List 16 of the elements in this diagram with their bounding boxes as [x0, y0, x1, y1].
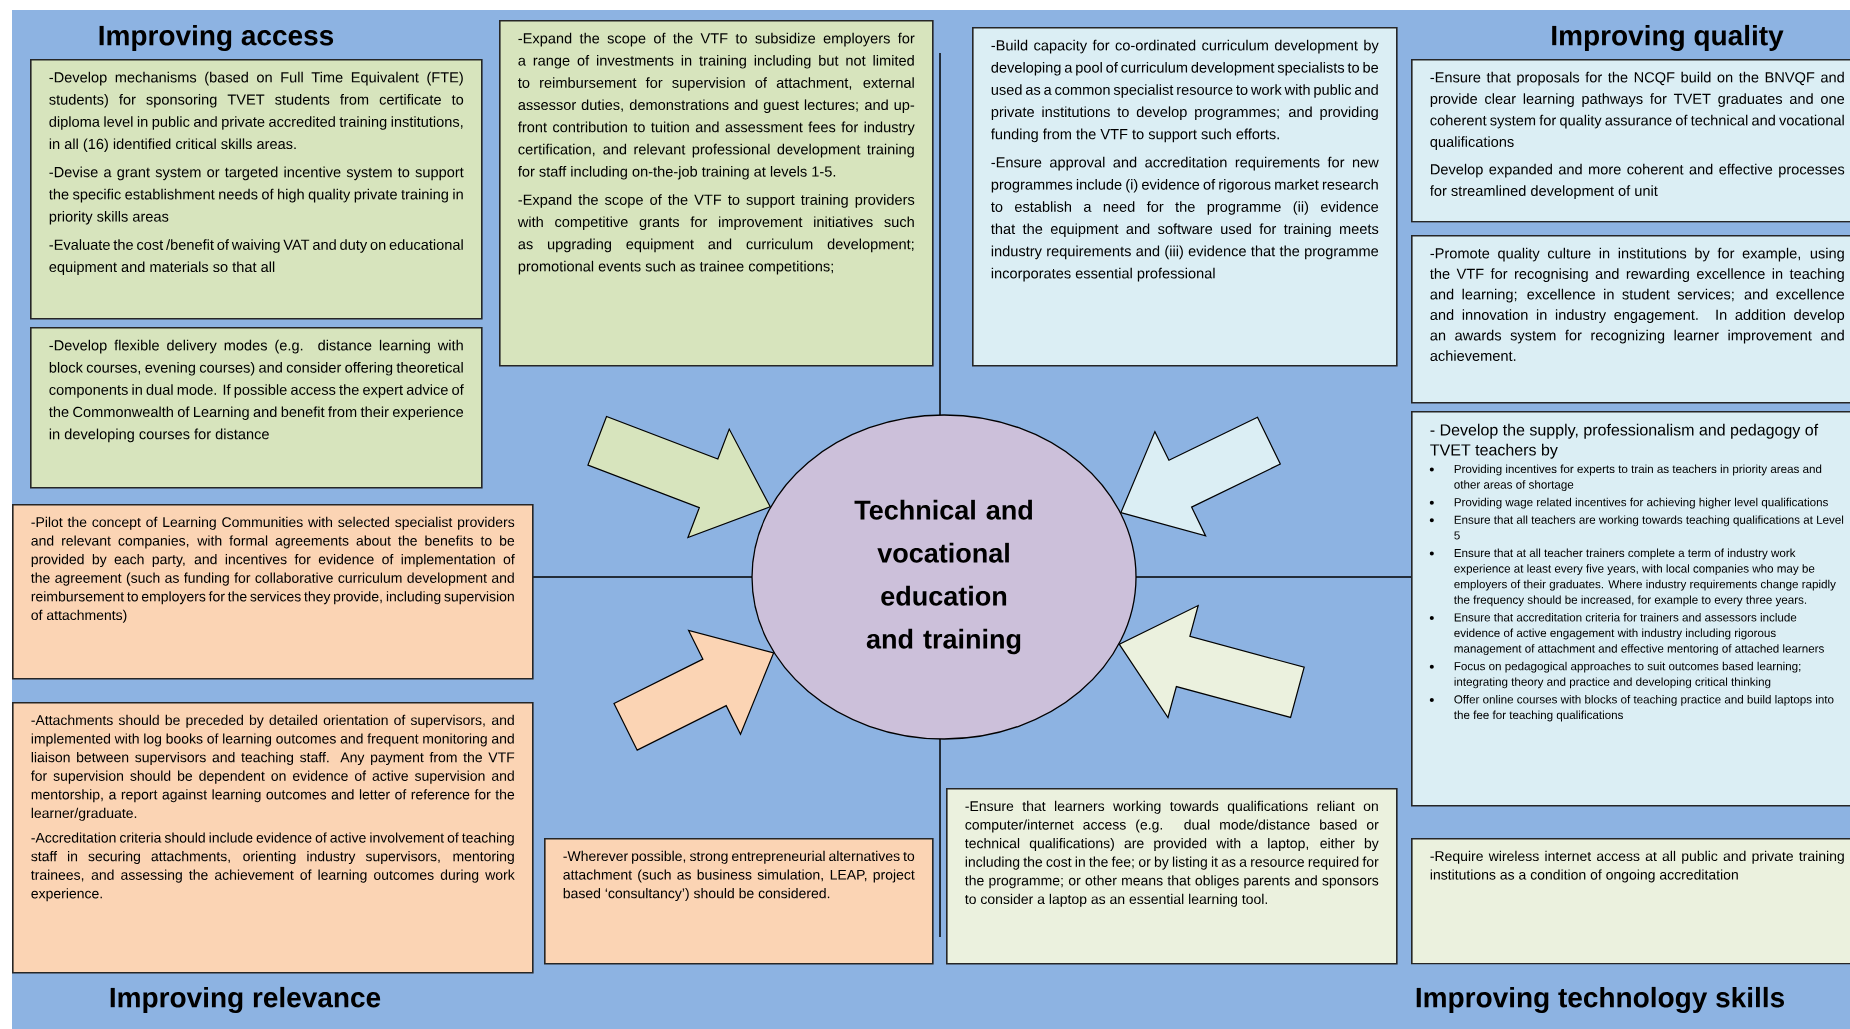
text-box: -Ensure that proposals for the NCQF build on the BNVQF and provide clear learning pathways for TVET graduates and one coherent system for quality assurance of technical and vocational qualifications Develop expanded and more coherent and effective processes for streamlined development of unit [1411, 59, 1850, 223]
block-arrow [1120, 416, 1282, 537]
text-box: -Ensure that learners working towards qualifications reliant on computer/internet access (e.g. dual mode/distance based or technical qualifications) are provided with a laptop, either by including the cost in the fee; or by listing it as a resource required for the programme; or other means that obliges parents and sponsors to consider a laptop as an essential learning tool. [946, 788, 1398, 965]
text-box: -Expand the scope of the VTF to subsidize employers for a range of investments in training including but not limited to reimbursement for supervision of attachment, external assessor duties, demonstrations and guest lectures; and up-front contribution to tuition and assessment fees for industry certification, and relevant professional development training for staff including on-the-job training at levels 1-5. -Expand the scope of the VTF to support training providers with competitive grants for improvement initiatives such as upgrading equipment and curriculum development; promotional events such as trainee competitions; [499, 20, 934, 367]
block-arrow [613, 629, 775, 751]
text-box: -Wherever possible, strong entrepreneurial alternatives to attachment (such as business simulation, LEAP, project based ‘consultancy’) should be considered. [544, 838, 934, 965]
section-heading: Improving technology skills [1416, 986, 1785, 1014]
block-arrow [1118, 604, 1305, 719]
text-box: -Promote quality culture in institutions by for example, using the VTF for recognising and rewarding excellence in teaching and learning; excellence in student services; and excellence and innovation in industry engagement. In addition develop an awards system for recognizing learner improvement and achievement. [1411, 235, 1850, 404]
text-box: -Develop flexible delivery modes (e.g. distance learning with block courses, evening courses) and consider offering theoretical components in dual mode. If possible access the expert advice of the Commonwealth of Learning and benefit from their experience in developing courses for distance [30, 327, 483, 489]
text-box: - Develop the supply, professionalism and pedagogy of TVET teachers by Providing incentives for experts to train as teachers in priority areas and other areas of shortage Providing wage related incentives for achieving higher level qualifications Ensure that all teachers are working towards teaching qualifications at Level 5 Ensure that at all teacher trainers complete a term of industry work experience at least every five years, with local companies who may be employers of their graduates. Where industry requirements change rapidly the frequency should be increased, for example to every three years. Ensure that accreditation criteria for trainers and assessors include evidence of active engagement with industry including rigorous management of attachment and effective mentoring of attached learners Focus on pedagogical approaches to suit outcomes based learning; integrating theory and practice and developing critical thinking Offer online courses with blocks of teaching practice and build laptops into the fee for teaching qualifications [1411, 411, 1850, 807]
text-box: -Attachments should be preceded by detailed orientation of supervisors, and implemented with log books of learning outcomes and frequent monitoring and liaison between supervisors and teaching staff. Any payment from the VTF for supervision should be dependent on evidence of active supervision and mentorship, a report against learning outcomes and letter of reference for the learner/graduate. -Accreditation criteria should include evidence of active involvement of teaching staff in securing attachments, orienting industry supervisors, mentoring trainees, and assessing the achievement of learning outcomes during work experience. [12, 702, 534, 974]
text-box: -Develop mechanisms (based on Full Time Equivalent (FTE) students) for sponsoring TVET students from certificate to diploma level in public and private accredited training institutions, in all (16) identified critical skills areas. -Devise a grant system or targeted incentive system to support the specific establishment needs of high quality private training in priority skills areas -Evaluate the cost /benefit of waiving VAT and duty on educational equipment and materials so that all [30, 59, 483, 320]
text-box: -Pilot the concept of Learning Communities with selected specialist providers and relevant companies, with formal agreements about the benefits to be provided by each party, and incentives for evidence of implementation of the agreement (such as funding for collaborative curriculum development and reimbursement to employers for the services they provide, including supervision of attachments) [12, 504, 534, 680]
text-box: -Build capacity for co-ordinated curriculum development by developing a pool of curriculum development specialists to be used as a common specialist resource to work with public and private institutions to develop programmes; and providing funding from the VTF to support such efforts. -Ensure approval and accreditation requirements for new programmes include (i) evidence of rigorous market research to establish a need for the programme (ii) evidence that the equipment and software used for training meets industry requirements and (iii) evidence that the programme incorporates essential professional [972, 27, 1398, 367]
text-box: -Require wireless internet access at all public and private training institutions as a condition of ongoing accreditation [1411, 838, 1850, 965]
